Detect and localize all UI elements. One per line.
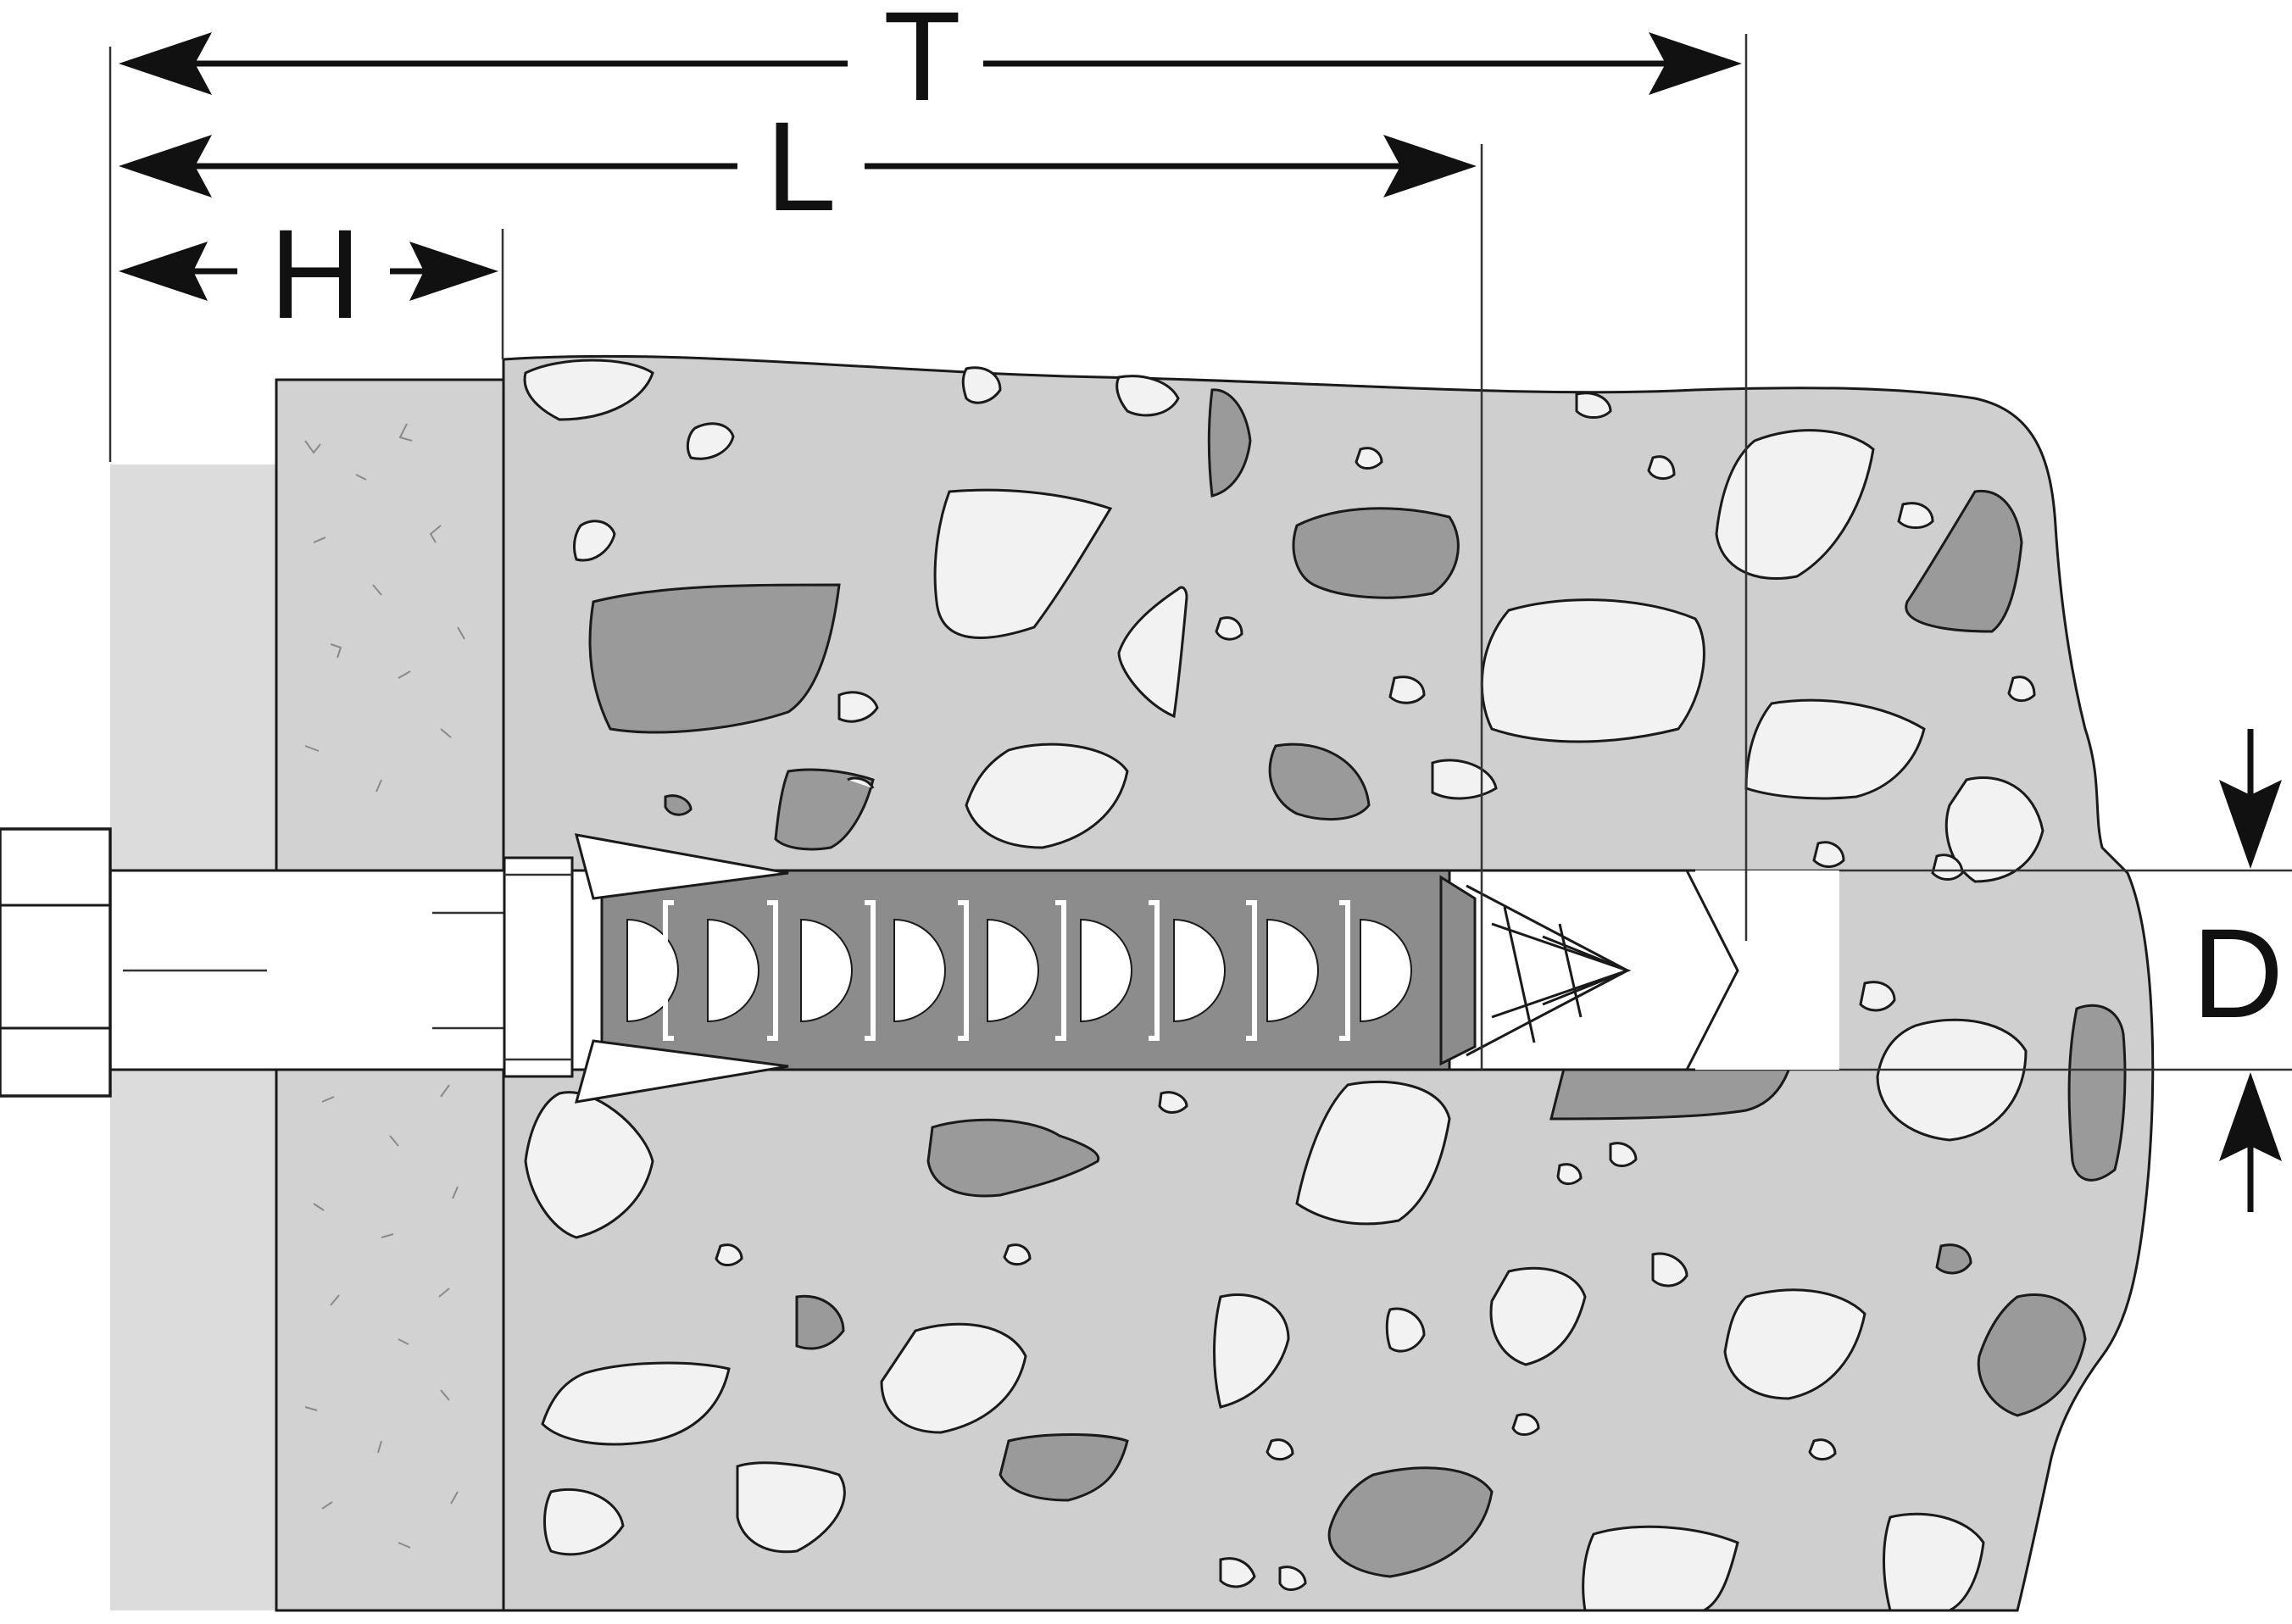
dimension-l: L — [119, 95, 1477, 237]
insulation-texture — [304, 423, 465, 1549]
label-h: H — [270, 203, 361, 345]
label-d: D — [2192, 902, 2284, 1044]
dimension-t: T — [119, 0, 1742, 127]
hex-head — [0, 827, 112, 1098]
extension-lines — [108, 34, 1748, 1070]
dimension-d: D — [2192, 729, 2284, 1212]
dimension-h: H — [119, 203, 498, 345]
label-t: T — [883, 0, 961, 127]
anchor-collar — [503, 856, 574, 1078]
label-l: L — [765, 95, 836, 237]
anchor-sleeve — [574, 833, 1739, 1104]
